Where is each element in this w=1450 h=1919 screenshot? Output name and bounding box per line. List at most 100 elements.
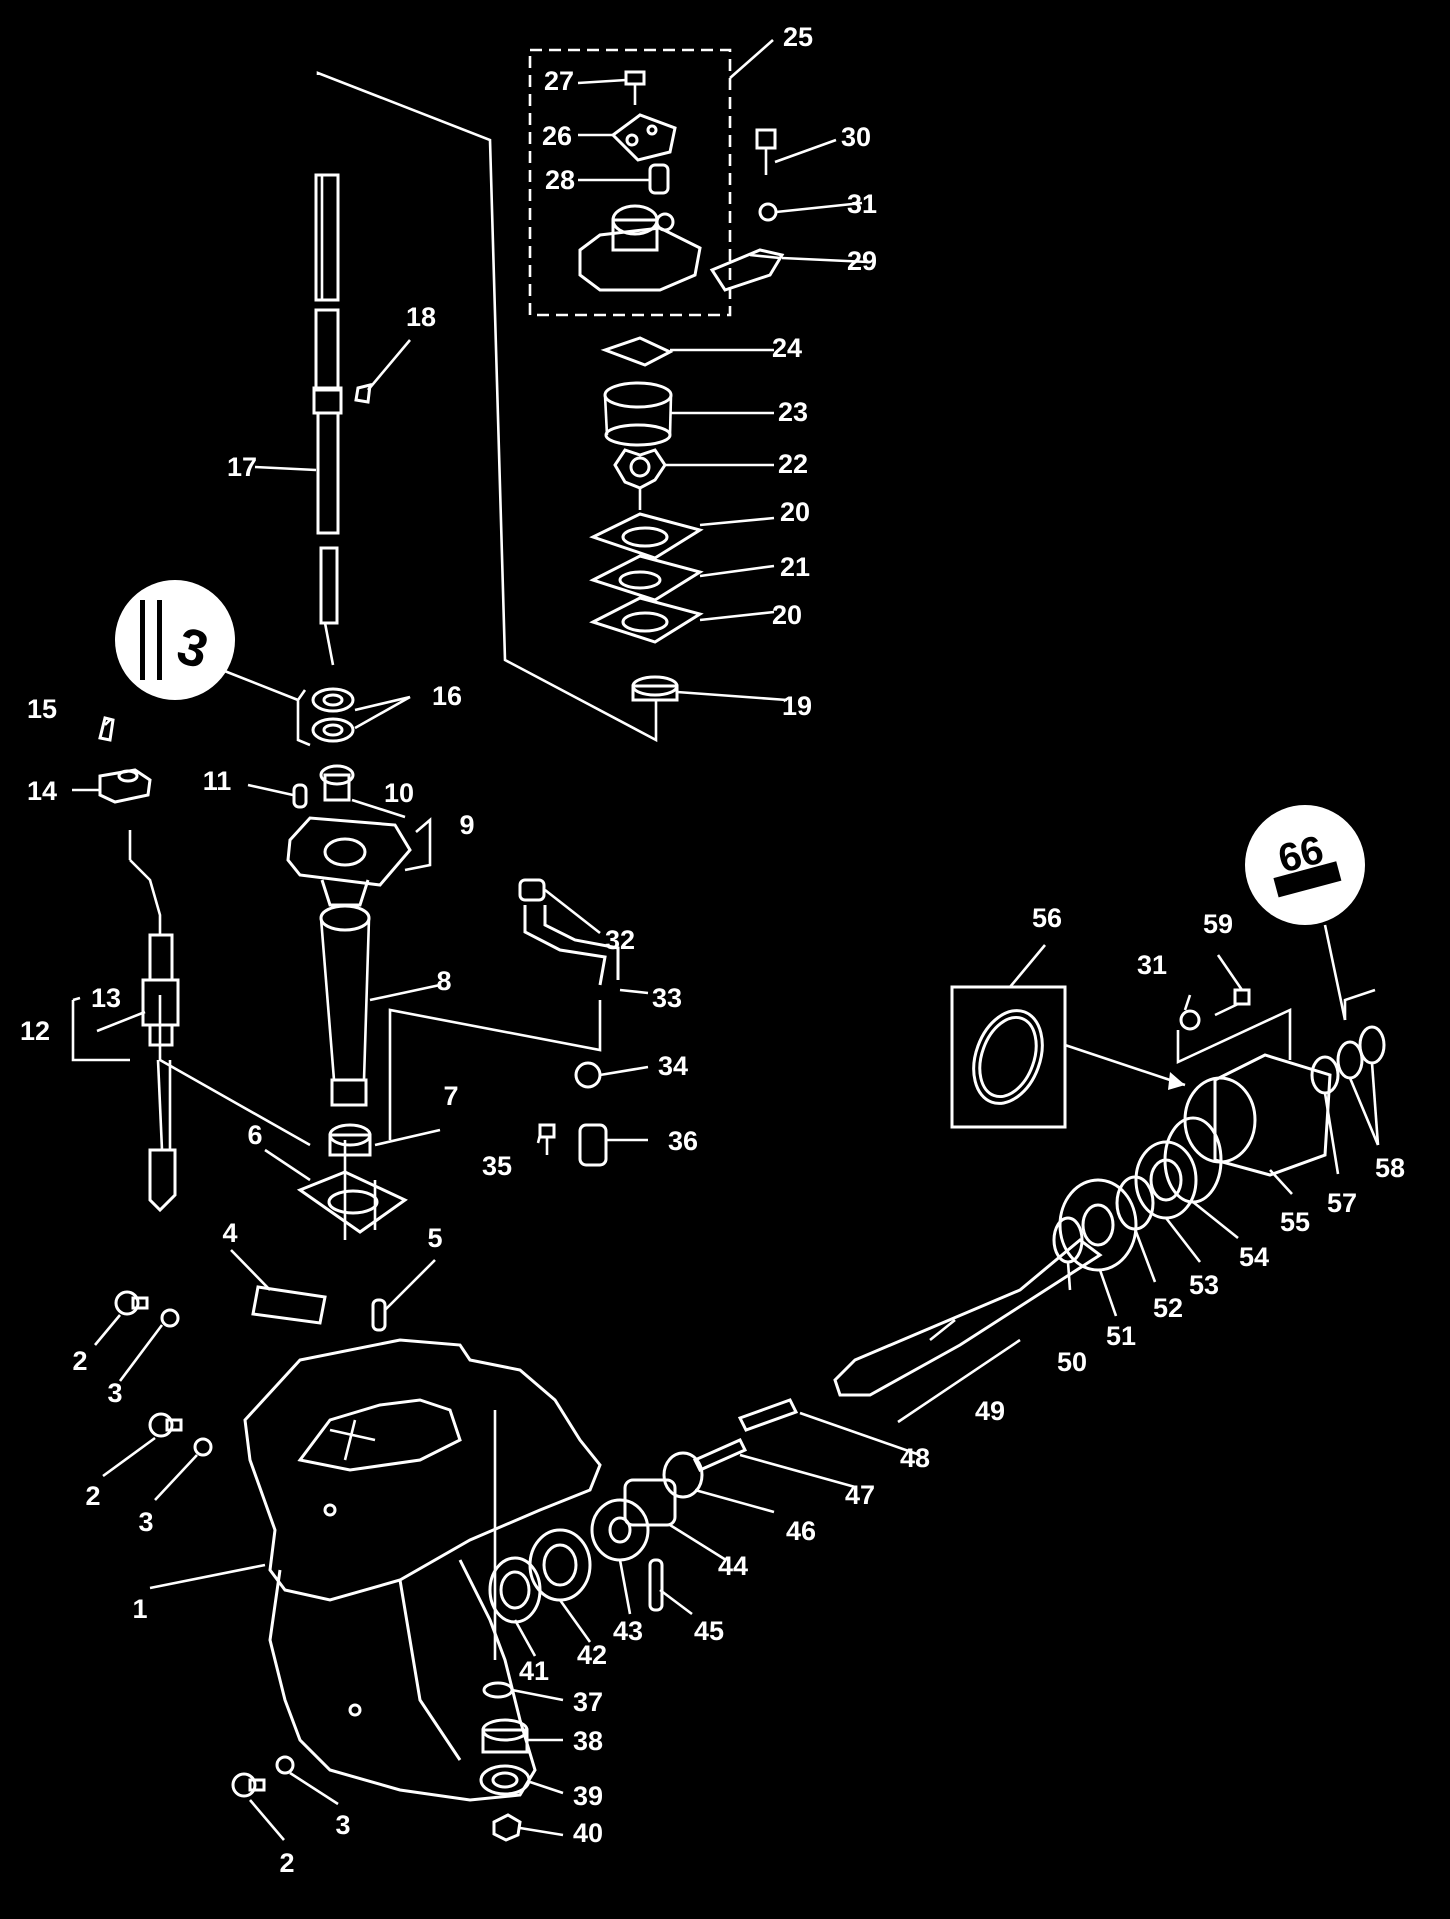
drain-screw-middle [148,1412,183,1438]
label-37: 37 [573,1687,603,1717]
water-tube-upper [523,905,620,986]
sealant-detail-circle-right: 66 [1245,805,1365,1021]
label-41: 41 [519,1656,549,1686]
sealant-detail-circle-left: 3 [115,580,299,702]
dog-clutch [623,1478,677,1527]
driveshaft-key [354,383,372,404]
plate [251,1285,327,1325]
shift-plunger [692,1438,748,1472]
label-5: 5 [427,1223,442,1253]
label-26: 26 [542,121,572,151]
washer-upper [160,1308,180,1328]
o-ring-detail-box [950,985,1186,1129]
part-labels: 1 2 3 2 3 2 3 4 5 6 7 8 9 10 11 12 13 14… [20,22,1405,1878]
label-48: 48 [900,1443,930,1473]
label-27: 27 [544,66,574,96]
label-2a: 2 [72,1346,87,1376]
label-4: 4 [222,1218,237,1248]
label-1: 1 [132,1594,147,1624]
outer-gasket-upper [589,512,704,560]
tube-screw [538,1123,556,1155]
label-50: 50 [1057,1347,1087,1377]
label-56: 56 [1032,903,1062,933]
label-14: 14 [27,776,57,806]
label-13: 13 [91,983,121,1013]
label-46: 46 [786,1516,816,1546]
washer-middle [193,1437,213,1457]
label-15: 15 [27,694,57,724]
label-17: 17 [227,452,257,482]
label-19: 19 [782,691,812,721]
label-10: 10 [384,778,414,808]
reverse-gear [1058,1178,1138,1272]
label-49: 49 [975,1396,1005,1426]
label-54: 54 [1239,1242,1269,1272]
pump-cover-plate [610,113,677,162]
label-2c: 2 [279,1848,294,1878]
clutch-ring [662,1451,704,1499]
oil-seal-housing-gasket [296,1170,408,1234]
outer-gasket-lower [589,596,704,644]
label-20a: 20 [780,497,810,527]
water-pump-kit-group-box [528,48,732,317]
label-3b: 3 [138,1507,153,1537]
reference-lines [158,71,658,1660]
label-12: 12 [20,1016,50,1046]
pump-bolt [755,128,777,175]
oil-seal-housing [286,816,412,907]
propeller-shaft [833,1238,1103,1397]
drain-screw-lower [231,1772,266,1798]
label-51: 51 [1106,1321,1136,1351]
pinion-nut [492,1813,522,1842]
drain-screw-upper [114,1290,149,1316]
label-16: 16 [432,681,462,711]
dowel-pin-upper [292,783,308,809]
label-33: 33 [652,983,682,1013]
shift-plunger-spring [737,1398,799,1432]
label-32: 32 [605,925,635,955]
water-tube [319,904,371,1107]
label-22: 22 [778,449,808,479]
washer-lower [275,1755,295,1775]
label-8: 8 [436,966,451,996]
label-52: 52 [1153,1293,1183,1323]
water-pump-housing [578,204,702,292]
dowel-pin-lower [371,1298,387,1332]
pump-bracket [709,248,785,292]
label-24: 24 [772,333,802,363]
label-3a: 3 [107,1378,122,1408]
pinion-gear [479,1764,531,1796]
tube-grommet [518,878,546,902]
outer-plate-cartridge [589,554,704,602]
label-47: 47 [845,1480,875,1510]
pump-insert-cartridge [600,336,674,367]
label-43: 43 [613,1616,643,1646]
label-31b: 31 [1137,950,1167,980]
label-36: 36 [668,1126,698,1156]
label-55: 55 [1280,1207,1310,1237]
label-40: 40 [573,1818,603,1848]
label-44: 44 [718,1551,748,1581]
lower-casing [243,1338,602,1802]
shift-rod-assembly [98,716,180,1213]
lower-bushing [328,1123,372,1157]
pump-liner [603,381,673,447]
label-45: 45 [694,1616,724,1646]
driveshaft [312,173,343,666]
tube-holder [578,1123,608,1167]
label-42: 42 [577,1640,607,1670]
label-39: 39 [573,1781,603,1811]
bushing [319,764,355,802]
label-6: 6 [247,1120,262,1150]
label-9: 9 [459,810,474,840]
label-18: 18 [406,302,436,332]
label-3c: 3 [335,1810,350,1840]
label-30: 30 [841,122,871,152]
label-23: 23 [778,397,808,427]
label-34: 34 [658,1051,688,1081]
propeller-shaft-housing [1183,1053,1332,1177]
label-25: 25 [783,22,813,52]
label-21: 21 [780,552,810,582]
label-11: 11 [203,766,232,796]
